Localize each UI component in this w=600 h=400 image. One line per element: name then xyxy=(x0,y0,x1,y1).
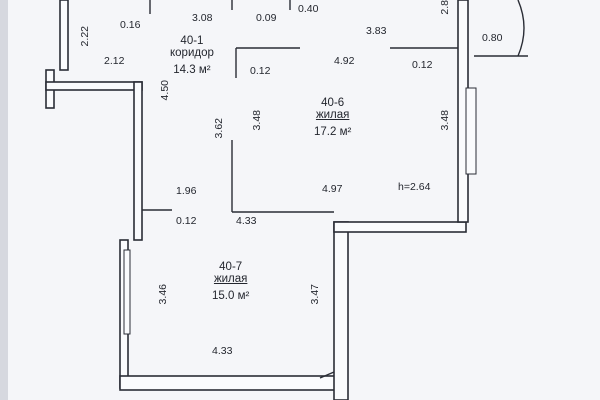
dimension-label: 4.33 xyxy=(212,345,233,357)
dimension-label: 4.50 xyxy=(159,80,171,101)
room-code: 40-6 xyxy=(321,97,345,109)
room-name: жилая xyxy=(315,108,350,121)
room-unit: м² xyxy=(198,64,211,76)
dimension-label: 0.12 xyxy=(412,59,433,71)
ceiling-height-label: h=2.64 xyxy=(398,181,431,193)
dimension-label: 3.48 xyxy=(251,110,263,131)
window-room7 xyxy=(123,249,131,335)
dimension-label: 0.40 xyxy=(298,3,319,15)
room-name: коридор xyxy=(170,46,214,59)
dimension-label: 4.97 xyxy=(322,183,343,195)
room-code: 40-1 xyxy=(180,35,204,47)
dimension-label: 0.80 xyxy=(482,32,503,44)
dimension-label: 0.09 xyxy=(256,12,277,24)
dimension-label: 4.33 xyxy=(236,215,257,227)
dimension-label: 0.12 xyxy=(250,65,271,77)
room-unit: м² xyxy=(237,290,250,302)
window-room6 xyxy=(465,87,477,175)
dimension-label: 3.46 xyxy=(157,284,169,305)
wall-room7-right xyxy=(333,221,349,400)
room-area: 15.0 xyxy=(212,290,235,302)
wall-room7-bottom xyxy=(119,375,337,391)
dimension-label: 2.22 xyxy=(79,26,91,47)
wall-room6-bottom xyxy=(333,221,467,233)
room-area: 17.2 xyxy=(314,126,337,138)
wall-corridor-notch xyxy=(45,81,143,91)
balcony-curve xyxy=(517,0,525,57)
room-area: 14.3 xyxy=(173,64,196,76)
dimension-label: 0.12 xyxy=(176,215,197,227)
paper-sheet xyxy=(8,0,600,400)
room-name: жилая xyxy=(213,272,248,285)
dimension-label: 2.8 xyxy=(439,0,451,15)
room-living-6-label: 40-6 жилая 17.2 м² xyxy=(314,97,352,139)
dimension-label: 3.62 xyxy=(213,118,225,139)
dimension-label: 3.48 xyxy=(439,110,451,131)
dimension-label: 3.47 xyxy=(309,284,321,305)
dimension-label: 3.08 xyxy=(192,12,213,24)
room-living-7-label: 40-7 жилая 15.0 м² xyxy=(212,261,250,303)
dimension-label: 2.12 xyxy=(104,55,125,67)
wall-corridor-right xyxy=(133,81,143,241)
dimension-label: 1.96 xyxy=(176,185,197,197)
corner-mark xyxy=(319,371,335,379)
wall-left-upper xyxy=(59,0,69,71)
dimension-label: 4.92 xyxy=(334,55,355,67)
dimension-label: 0.16 xyxy=(120,19,141,31)
room-corridor-label: 40-1 коридор 14.3 м² xyxy=(170,35,214,77)
room-unit: м² xyxy=(339,126,352,138)
dimension-label: 3.83 xyxy=(366,25,387,37)
room-code: 40-7 xyxy=(219,261,243,273)
